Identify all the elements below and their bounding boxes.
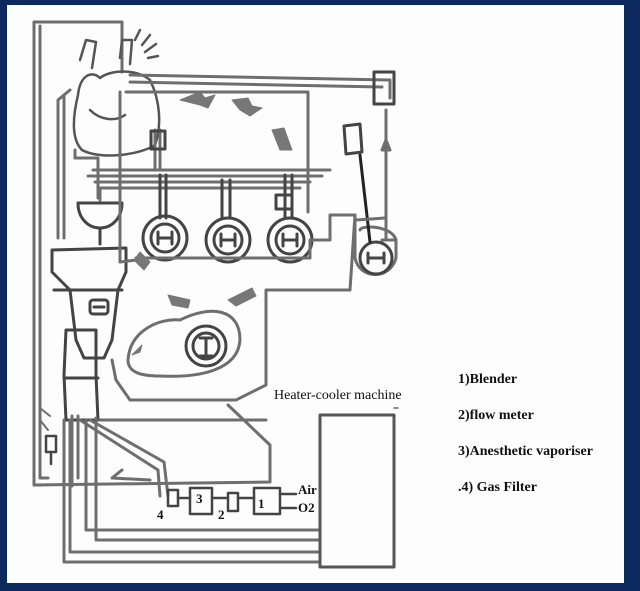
manifold-tubes: [86, 168, 332, 190]
gas-line: [78, 418, 170, 498]
o2-label: O2: [298, 500, 315, 515]
legend-item-gas-filter: .4) Gas Filter: [458, 480, 537, 495]
arterial-line-top-2: [128, 80, 384, 89]
circuit-drawing: [32, 20, 399, 569]
cardiotomy-cup: [76, 201, 124, 230]
component-number-1: 1: [258, 496, 265, 511]
probe-icon: [44, 434, 58, 466]
venous-reservoir: [50, 246, 128, 360]
lower-tubing-loop: [126, 309, 242, 378]
roller-pump-4-icon: [184, 324, 228, 368]
component-number-4: 4: [157, 507, 164, 522]
roller-pump-5-icon: [358, 240, 394, 276]
roller-pump-1-icon: [141, 173, 189, 262]
legend-item-blender: 1)Blender: [458, 372, 518, 387]
gas-component-row: [166, 486, 298, 516]
arterial-line-top: [128, 73, 392, 100]
lower-enclosure: [32, 403, 272, 487]
diagram-canvas: Heater-cooler machine 1)Blender 2)flow m…: [7, 5, 624, 583]
oxygenator: [62, 328, 100, 422]
venous-line-2: [56, 88, 72, 240]
heart-icon: [72, 28, 161, 157]
heater-cooler-lines: [62, 418, 322, 564]
component-number-2: 2: [218, 507, 225, 522]
roller-pump-2-icon: [204, 178, 252, 264]
venous-line: [73, 148, 100, 200]
heater-cooler-box: [318, 413, 396, 569]
component-number-3: 3: [196, 491, 203, 506]
flow-arrows: [131, 91, 293, 356]
legend-item-flow-meter: 2)flow meter: [458, 408, 534, 423]
heater-cooler-label: Heater-cooler machine: [274, 388, 402, 403]
outer-circuit-frame-inner: [38, 24, 50, 480]
air-label: Air: [298, 482, 317, 497]
legend-item-vaporiser: 3)Anesthetic vaporiser: [458, 444, 593, 459]
bubble-trap-icon: [342, 70, 396, 156]
